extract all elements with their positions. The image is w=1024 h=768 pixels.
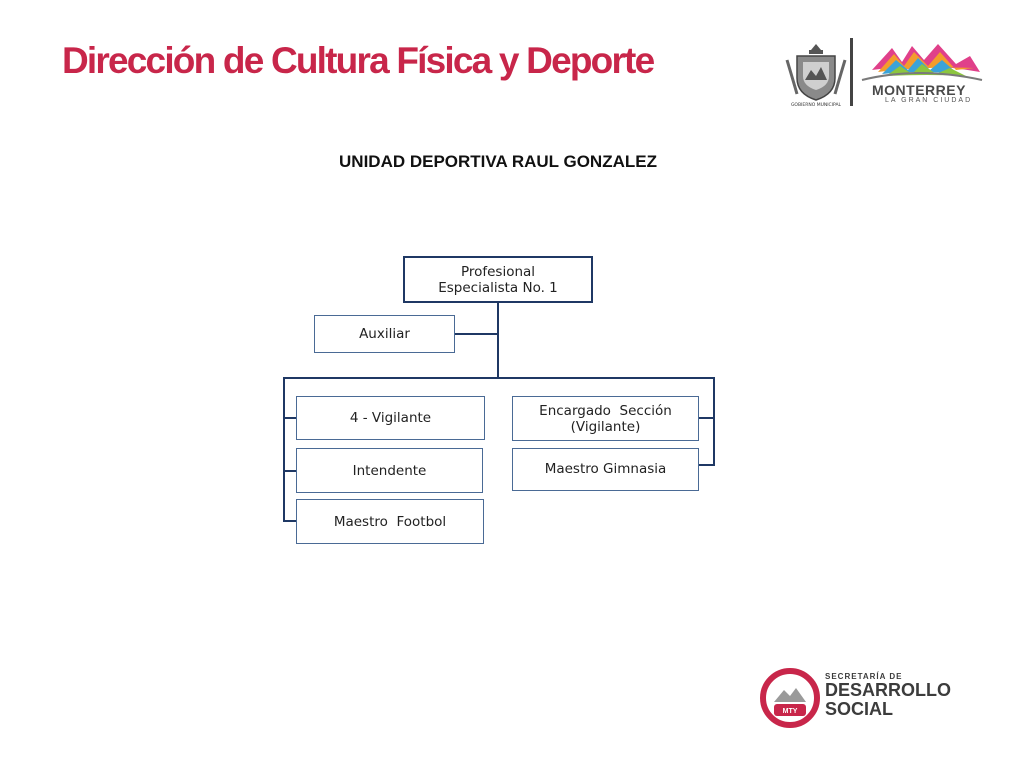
municipal-coat-of-arms-icon: GOBIERNO MUNICIPAL	[785, 44, 847, 108]
connector-left-2	[283, 470, 297, 472]
page-title: Dirección de Cultura Física y Deporte	[62, 40, 655, 81]
org-node-intendente-label: Intendente	[352, 462, 427, 479]
connector-head-down	[497, 302, 499, 377]
org-node-head-line2: Especialista No. 1	[438, 279, 558, 296]
connector-auxiliar	[454, 333, 498, 335]
org-node-vigilante: 4 - Vigilante	[296, 396, 485, 440]
connector-left-3	[283, 520, 297, 522]
secretaria-line1: SECRETARÍA DE	[825, 672, 903, 681]
monterrey-wordmark: MONTERREY	[872, 82, 966, 98]
monterrey-mountain-logo-icon	[861, 44, 983, 81]
emblem-caption: GOBIERNO MUNICIPAL	[791, 102, 842, 108]
connector-right-1	[698, 417, 715, 419]
org-node-encargado-seccion: Encargado Sección (Vigilante)	[512, 396, 699, 441]
monterrey-tagline: LA GRAN CIUDAD	[885, 97, 973, 104]
org-node-head-line1: Profesional	[460, 263, 536, 280]
desarrollo-social-seal-icon: MTY	[760, 668, 820, 728]
secretaria-line2: DESARROLLO	[825, 680, 951, 700]
connector-horizontal-bus	[283, 377, 715, 379]
connector-right-vertical	[713, 377, 715, 466]
connector-right-2	[698, 464, 715, 466]
org-node-maestro-footbol-label: Maestro Footbol	[333, 513, 447, 530]
org-node-auxiliar: Auxiliar	[314, 315, 455, 353]
org-node-maestro-footbol: Maestro Footbol	[296, 499, 484, 544]
org-node-encargado-line1: Encargado Sección	[539, 402, 672, 419]
org-node-vigilante-label: 4 - Vigilante	[349, 410, 432, 426]
org-node-head: Profesional Especialista No. 1	[403, 256, 593, 303]
org-node-intendente: Intendente	[296, 448, 483, 493]
logo-separator	[850, 38, 853, 106]
org-node-maestro-gimnasia: Maestro Gimnasia	[512, 448, 699, 491]
connector-left-1	[283, 417, 297, 419]
org-node-auxiliar-label: Auxiliar	[359, 326, 410, 342]
org-node-encargado-line2: (Vigilante)	[570, 418, 641, 435]
seal-initials: MTY	[783, 708, 798, 715]
unit-subtitle: UNIDAD DEPORTIVA RAUL GONZALEZ	[339, 152, 657, 171]
connector-left-vertical	[283, 377, 285, 522]
org-node-maestro-gimnasia-label: Maestro Gimnasia	[544, 461, 667, 477]
desarrollo-social-wordmark: SECRETARÍA DE DESARROLLO SOCIAL	[825, 672, 951, 719]
secretaria-line3: SOCIAL	[825, 699, 894, 719]
